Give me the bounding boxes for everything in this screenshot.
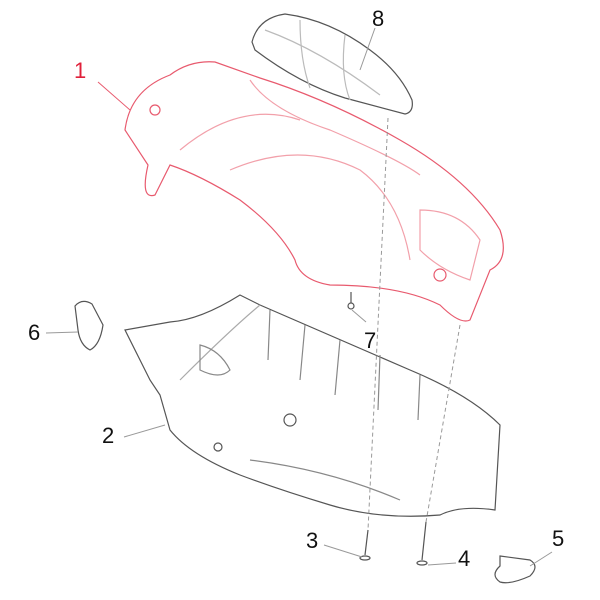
part-2-shape [124, 294, 501, 517]
part-4-shape [416, 521, 428, 566]
part-7-shape [347, 292, 355, 310]
part-label-4: 4 [458, 546, 471, 571]
part-label-3: 3 [306, 528, 319, 553]
part-label-2: 2 [102, 423, 115, 448]
part-8-shape [251, 13, 413, 115]
part-1-shape [124, 61, 504, 322]
part-6-shape [74, 300, 104, 351]
part-5-shape [494, 555, 536, 584]
part-label-5: 5 [552, 526, 565, 551]
part-label-7: 7 [364, 328, 377, 353]
part-label-8: 8 [372, 6, 385, 31]
part-label-6: 6 [28, 320, 41, 345]
assembly-lines [367, 117, 461, 531]
part-label-1: 1 [74, 58, 87, 83]
leader-lines [45, 27, 553, 567]
part-3-shape [359, 529, 371, 561]
